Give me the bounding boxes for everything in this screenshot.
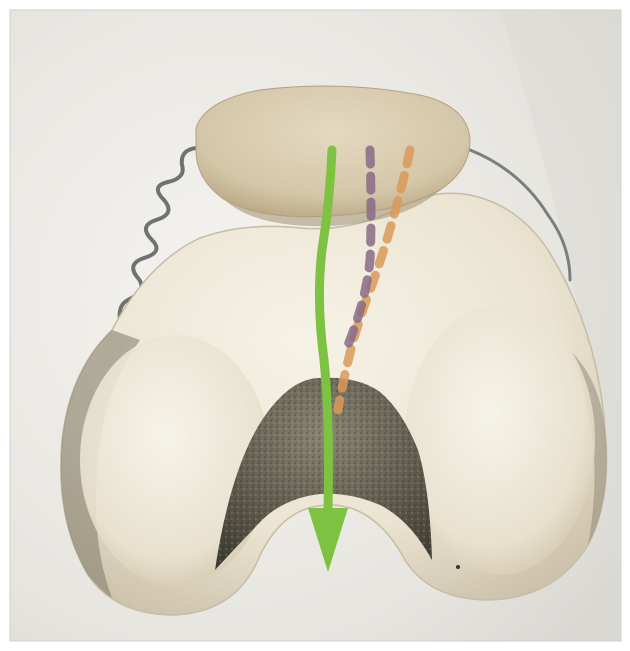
medial-condyle (80, 335, 270, 585)
condyle-dot (456, 565, 460, 569)
lateral-condyle (405, 305, 595, 575)
